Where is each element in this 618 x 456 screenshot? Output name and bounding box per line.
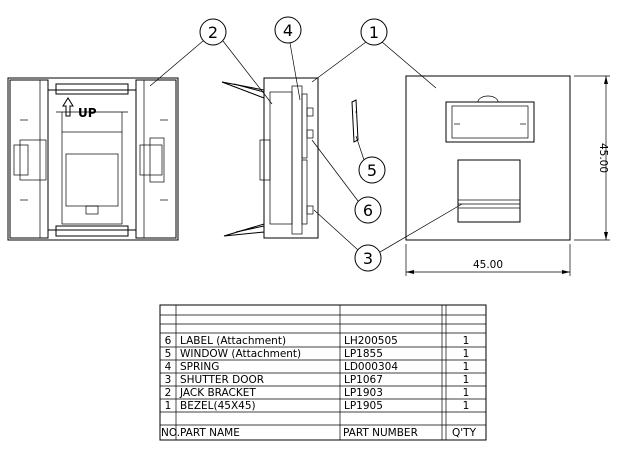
svg-text:2: 2 (165, 387, 172, 399)
callout-6: 6 (311, 139, 382, 224)
svg-text:JACK BRACKET: JACK BRACKET (179, 387, 256, 399)
callout-5: 5 (355, 135, 386, 184)
bom-row: 6 LABEL (Attachment) LH200505 1 (165, 335, 470, 347)
height-dimension: 45.00 (574, 75, 610, 241)
bom-row: 4 SPRING LD000304 1 (165, 361, 470, 373)
front-view: UP (7, 77, 179, 241)
svg-text:3: 3 (363, 249, 373, 268)
bom-table: 6 LABEL (Attachment) LH200505 1 5 WINDOW… (159, 304, 487, 441)
svg-text:1: 1 (165, 400, 172, 412)
svg-text:6: 6 (363, 201, 373, 220)
bom-row: 1 BEZEL(45X45) LP1905 1 (165, 400, 470, 412)
svg-text:LP1905: LP1905 (344, 400, 383, 412)
svg-text:5: 5 (367, 161, 377, 180)
side-view (221, 77, 359, 239)
bom-header: NO. PART NAME PART NUMBER Q'TY (161, 427, 477, 439)
svg-text:WINDOW (Attachment): WINDOW (Attachment) (180, 348, 301, 360)
bom-row: 3 SHUTTER DOOR LP1067 1 (165, 374, 470, 386)
width-value: 45.00 (473, 259, 503, 271)
svg-text:LH200505: LH200505 (344, 335, 398, 347)
svg-text:PART NAME: PART NAME (180, 427, 240, 439)
svg-text:1: 1 (463, 361, 470, 373)
callout-3: 3 (313, 203, 463, 272)
up-arrow-icon (62, 97, 74, 117)
svg-text:LD000304: LD000304 (344, 361, 398, 373)
svg-text:4: 4 (283, 21, 293, 40)
svg-text:1: 1 (463, 348, 470, 360)
callout-1: 1 (311, 18, 437, 89)
svg-text:PART NUMBER: PART NUMBER (343, 427, 418, 439)
svg-text:6: 6 (165, 335, 172, 347)
bezel-view (405, 75, 571, 241)
svg-text:SPRING: SPRING (180, 361, 219, 373)
svg-text:4: 4 (165, 361, 172, 373)
svg-text:LP1903: LP1903 (344, 387, 383, 399)
svg-text:1: 1 (463, 400, 470, 412)
callout-2: 2 (149, 18, 273, 105)
width-dimension: 45.00 (405, 244, 571, 276)
height-value: 45.00 (597, 143, 609, 173)
svg-text:LABEL (Attachment): LABEL (Attachment) (180, 335, 286, 347)
svg-text:NO.: NO. (161, 427, 180, 439)
svg-text:5: 5 (165, 348, 172, 360)
svg-text:SHUTTER DOOR: SHUTTER DOOR (180, 374, 264, 386)
svg-text:2: 2 (208, 23, 218, 42)
svg-text:BEZEL(45X45): BEZEL(45X45) (180, 400, 256, 412)
svg-text:3: 3 (165, 374, 172, 386)
svg-text:LP1855: LP1855 (344, 348, 383, 360)
callout-4: 4 (274, 16, 302, 101)
svg-text:LP1067: LP1067 (344, 374, 383, 386)
svg-text:1: 1 (463, 374, 470, 386)
svg-text:1: 1 (369, 23, 379, 42)
svg-text:1: 1 (463, 387, 470, 399)
bom-row: 2 JACK BRACKET LP1903 1 (165, 387, 470, 399)
bom-row: 5 WINDOW (Attachment) LP1855 1 (165, 348, 470, 360)
svg-text:1: 1 (463, 335, 470, 347)
svg-text:Q'TY: Q'TY (452, 427, 477, 439)
up-label: UP (78, 106, 97, 120)
